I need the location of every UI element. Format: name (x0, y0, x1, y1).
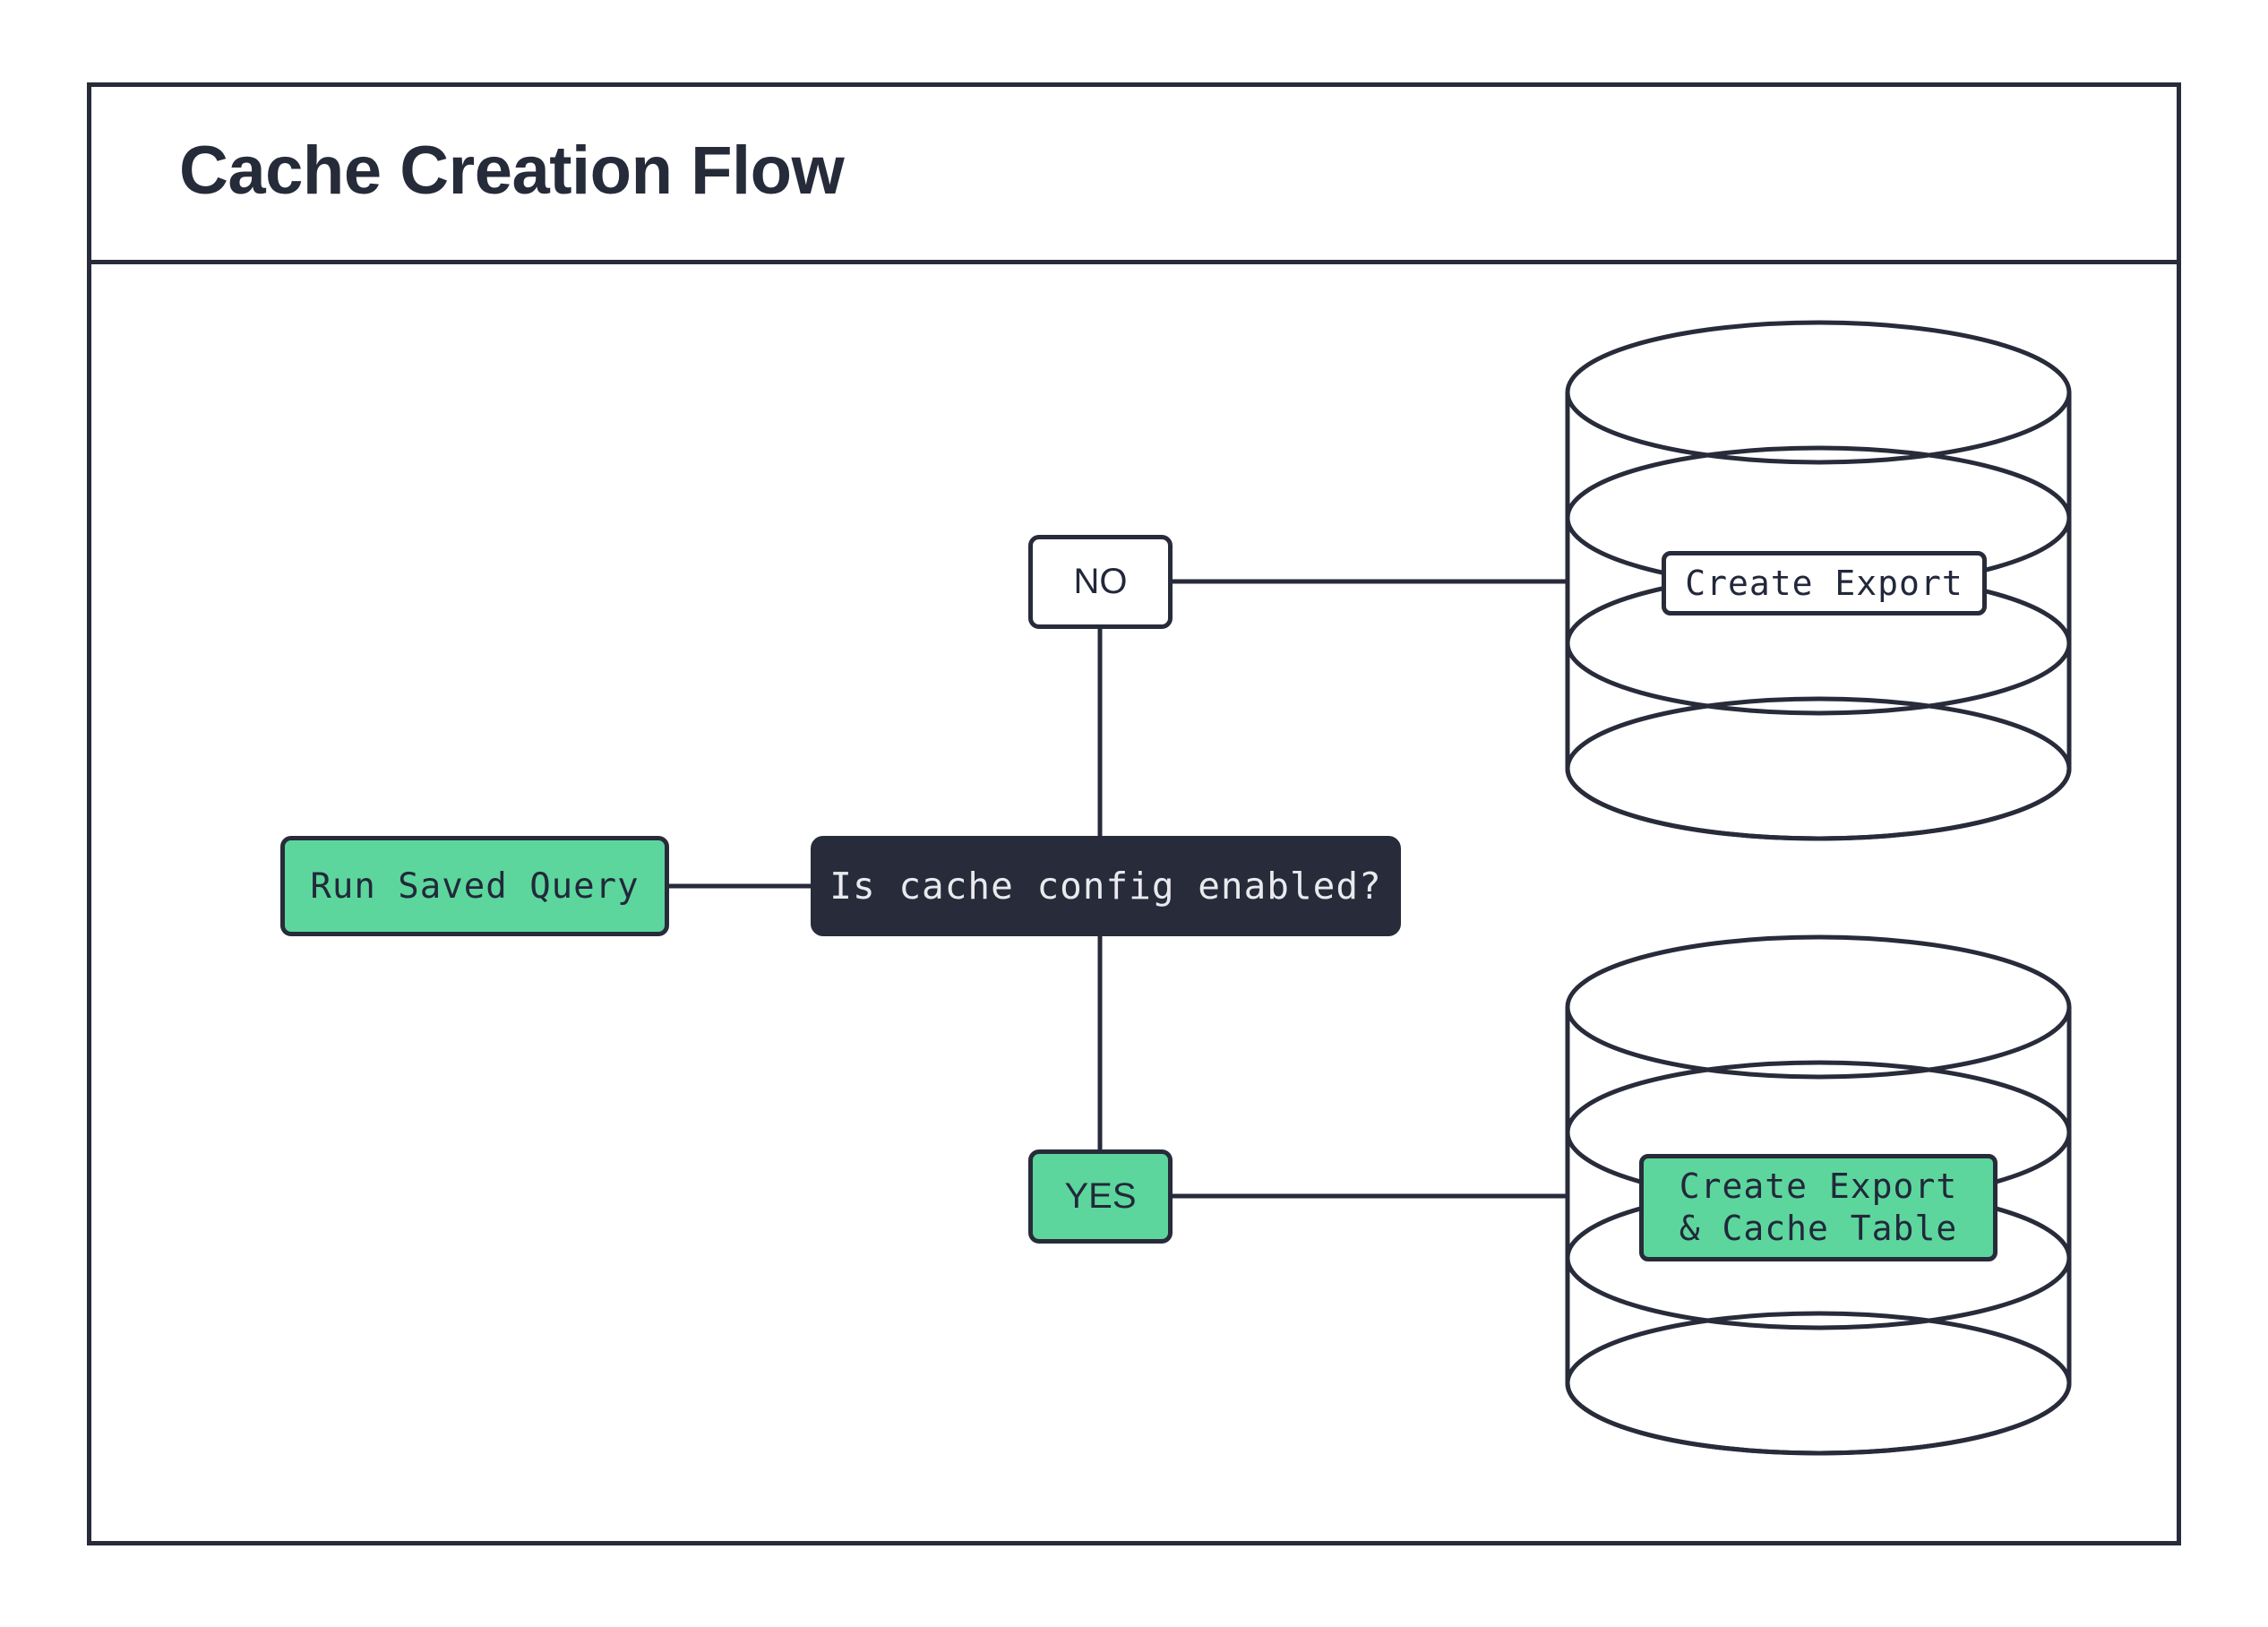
edge-label-yes[interactable]: YES (1028, 1149, 1173, 1244)
node-run-saved-query[interactable]: Run Saved Query (280, 836, 669, 936)
node-decision-cache-config[interactable]: Is cache config enabled? (811, 836, 1401, 936)
node-label-create-export-and-cache-table[interactable]: Create Export & Cache Table (1639, 1154, 1997, 1261)
edge-label-no[interactable]: NO (1028, 535, 1173, 629)
diagram-frame (87, 82, 2181, 1545)
header-divider (87, 260, 2181, 264)
node-label-create-export[interactable]: Create Export (1662, 551, 1987, 616)
page-title: Cache Creation Flow (179, 133, 845, 209)
